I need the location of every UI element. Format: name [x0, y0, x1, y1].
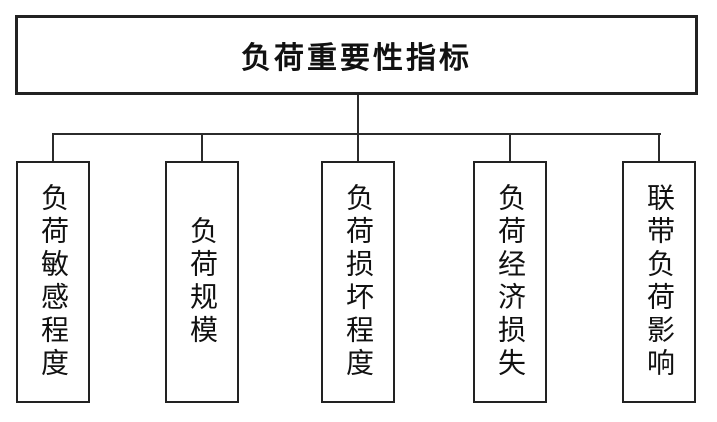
- connector-stub-3: [357, 133, 359, 161]
- child-node-load-scale: 负荷规模: [165, 161, 239, 403]
- connector-stub-5: [658, 133, 660, 161]
- child-node-label: 负荷规模: [186, 216, 219, 348]
- child-node-load-economic-loss: 负荷经济损失: [473, 161, 547, 403]
- root-node-label: 负荷重要性指标: [241, 41, 472, 76]
- child-node-label: 负荷敏感程度: [37, 183, 70, 381]
- root-node-load-importance: 负荷重要性指标: [15, 15, 698, 95]
- connector-stub-4: [509, 133, 511, 161]
- child-node-associated-load-impact: 联带负荷影响: [622, 161, 696, 403]
- connector-root-drop-line: [357, 95, 359, 135]
- child-node-load-damage-degree: 负荷损坏程度: [321, 161, 395, 403]
- child-node-label: 负荷经济损失: [494, 183, 527, 381]
- child-node-load-sensitivity: 负荷敏感程度: [16, 161, 90, 403]
- child-node-label: 负荷损坏程度: [342, 183, 375, 381]
- connector-stub-2: [201, 133, 203, 161]
- connector-stub-1: [52, 133, 54, 161]
- child-node-label: 联带负荷影响: [643, 183, 676, 381]
